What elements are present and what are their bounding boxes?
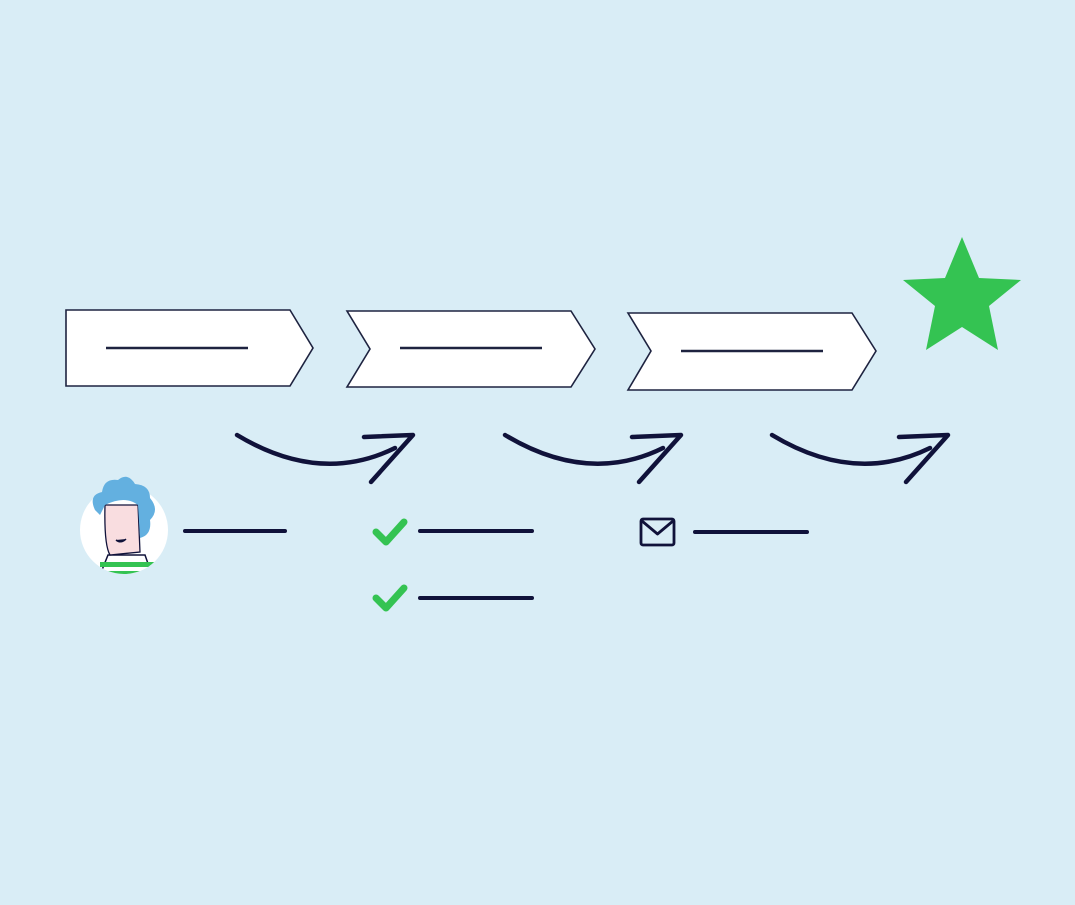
- checkmark-icon: [372, 518, 408, 546]
- step-card-2: [345, 310, 596, 388]
- person-avatar-icon: [80, 476, 168, 574]
- curved-arrow-icon: [502, 432, 684, 485]
- step-card-1: [65, 309, 314, 387]
- curved-arrow-icon: [234, 432, 416, 485]
- envelope-icon: [639, 517, 676, 547]
- step-card-3: [626, 312, 877, 391]
- star-icon: [903, 237, 1021, 350]
- curved-arrow-icon: [769, 432, 951, 485]
- checkmark-icon: [372, 584, 408, 612]
